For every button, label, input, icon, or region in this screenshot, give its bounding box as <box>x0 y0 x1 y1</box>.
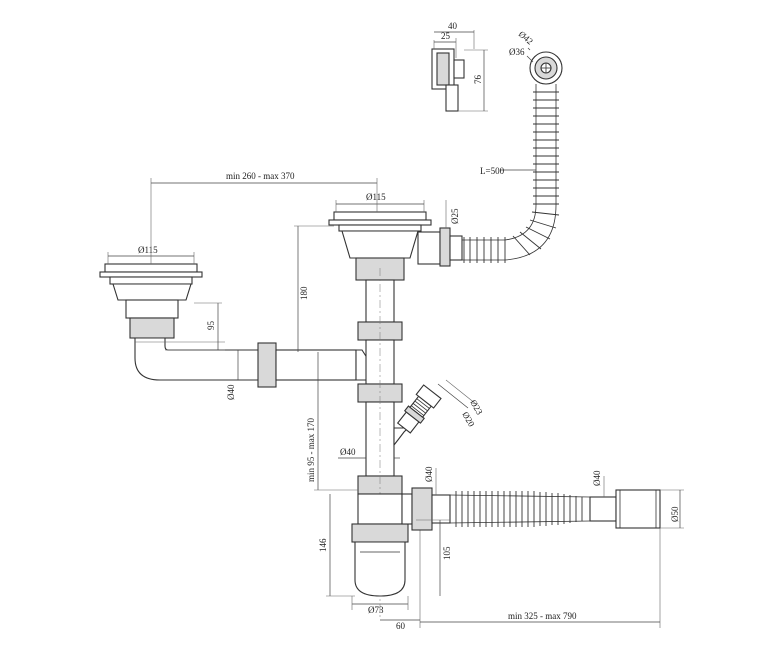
outlet-fitting <box>401 468 451 531</box>
crossbar-diameter-label: Ø40 <box>226 384 236 400</box>
trap-dims <box>326 494 421 628</box>
overflow-inlet-diameter-label: Ø25 <box>450 208 460 224</box>
left-elbow-crossbar <box>134 337 379 388</box>
left-drop-label: 95 <box>206 321 216 331</box>
overflow-outer-diameter-label: Ø42 <box>517 29 535 47</box>
adjustable-height-label: min 95 - max 170 <box>306 418 316 482</box>
top-inlet-height-label: 76 <box>473 75 483 85</box>
top-inlet-width-label: 40 <box>448 21 458 31</box>
bottle-trap <box>351 493 409 597</box>
overflow-hose-length-label: L=500 <box>480 166 505 176</box>
standpipe <box>357 268 403 620</box>
overflow-connector <box>417 200 463 267</box>
outlet-diameter-label: Ø40 <box>424 466 434 482</box>
overflow-hose <box>462 84 560 263</box>
overflow-side-view <box>431 30 488 112</box>
overflow-front-view <box>526 47 563 85</box>
standpipe-diameter-label: Ø40 <box>340 447 356 457</box>
trap-height-label: 146 <box>318 538 328 552</box>
overflow-inner-diameter-label: Ø36 <box>509 47 525 57</box>
vertical-dims <box>294 225 358 491</box>
center-distance-label: min 260 - max 370 <box>226 171 295 181</box>
outlet-corrugated-hose <box>449 489 661 529</box>
left-strainer-diameter-label: Ø115 <box>138 245 158 255</box>
outlet-hose-length-label: min 325 - max 790 <box>508 611 577 621</box>
side-inlet <box>393 379 477 447</box>
hose-end-inner-diameter-label: Ø40 <box>592 470 602 486</box>
right-drop-label: 180 <box>299 286 309 300</box>
hose-end-outer-diameter-label: Ø50 <box>670 506 680 522</box>
right-strainer <box>328 200 432 281</box>
outlet-height-label: 105 <box>442 546 452 560</box>
center-distance-dimension <box>150 178 378 264</box>
left-strainer <box>99 252 203 339</box>
outlet-offset-label: 60 <box>396 621 406 631</box>
hose-end-dims <box>420 476 684 628</box>
right-strainer-diameter-label: Ø115 <box>366 192 386 202</box>
trap-diameter-label: Ø73 <box>368 605 384 615</box>
top-inlet-offset-label: 25 <box>441 31 451 41</box>
